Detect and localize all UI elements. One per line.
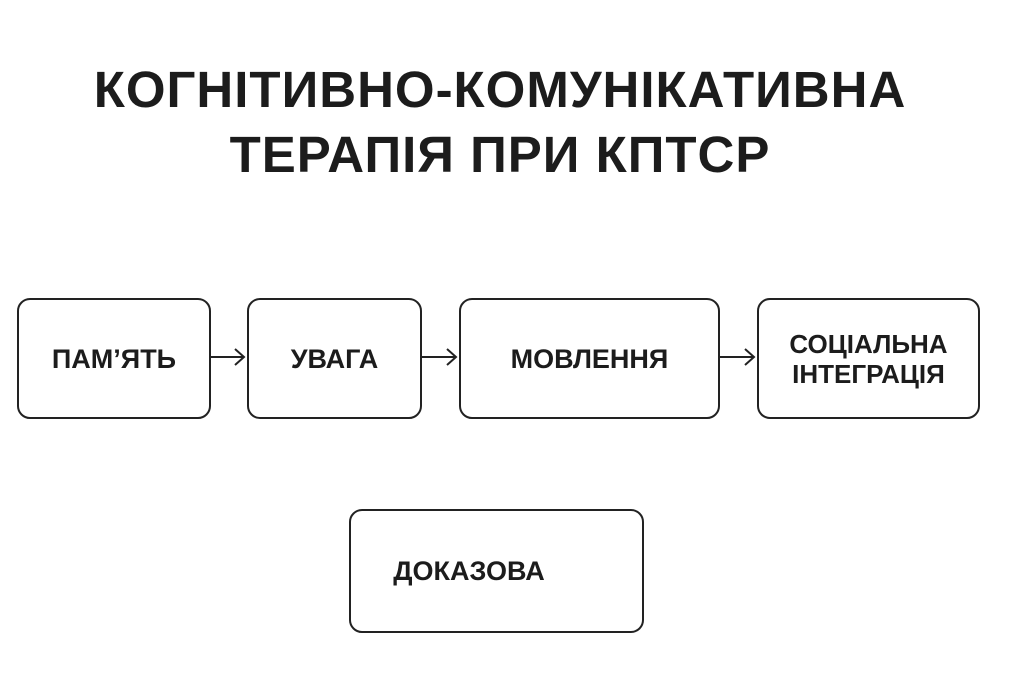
node-social-integration: СОЦІАЛЬНА ІНТЕГРАЦІЯ	[757, 298, 980, 419]
diagram-title-line1: КОГНІТИВНО-КОМУНІКАТИВНА	[93, 61, 907, 118]
arrow-right-icon	[211, 348, 246, 366]
node-label: ПАМ’ЯТЬ	[51, 343, 177, 374]
node-attention: УВАГА	[247, 298, 422, 419]
node-label: ДОКАЗОВА	[393, 556, 545, 586]
node-memory: ПАМ’ЯТЬ	[17, 298, 211, 419]
node-label-line2: ІНТЕГРАЦІЯ	[792, 358, 945, 389]
node-label-line1: СОЦІАЛЬНА	[789, 328, 948, 359]
node-label: МОВЛЕННЯ	[510, 343, 669, 374]
arrow-right-icon	[720, 348, 756, 366]
diagram-title-line2: ТЕРАПІЯ ПРИ КПТСР	[229, 126, 771, 183]
node-speech: МОВЛЕННЯ	[459, 298, 720, 419]
arrow-right-icon	[422, 348, 458, 366]
node-evidence-based: ДОКАЗОВА	[349, 509, 644, 633]
node-label: УВАГА	[290, 343, 379, 374]
